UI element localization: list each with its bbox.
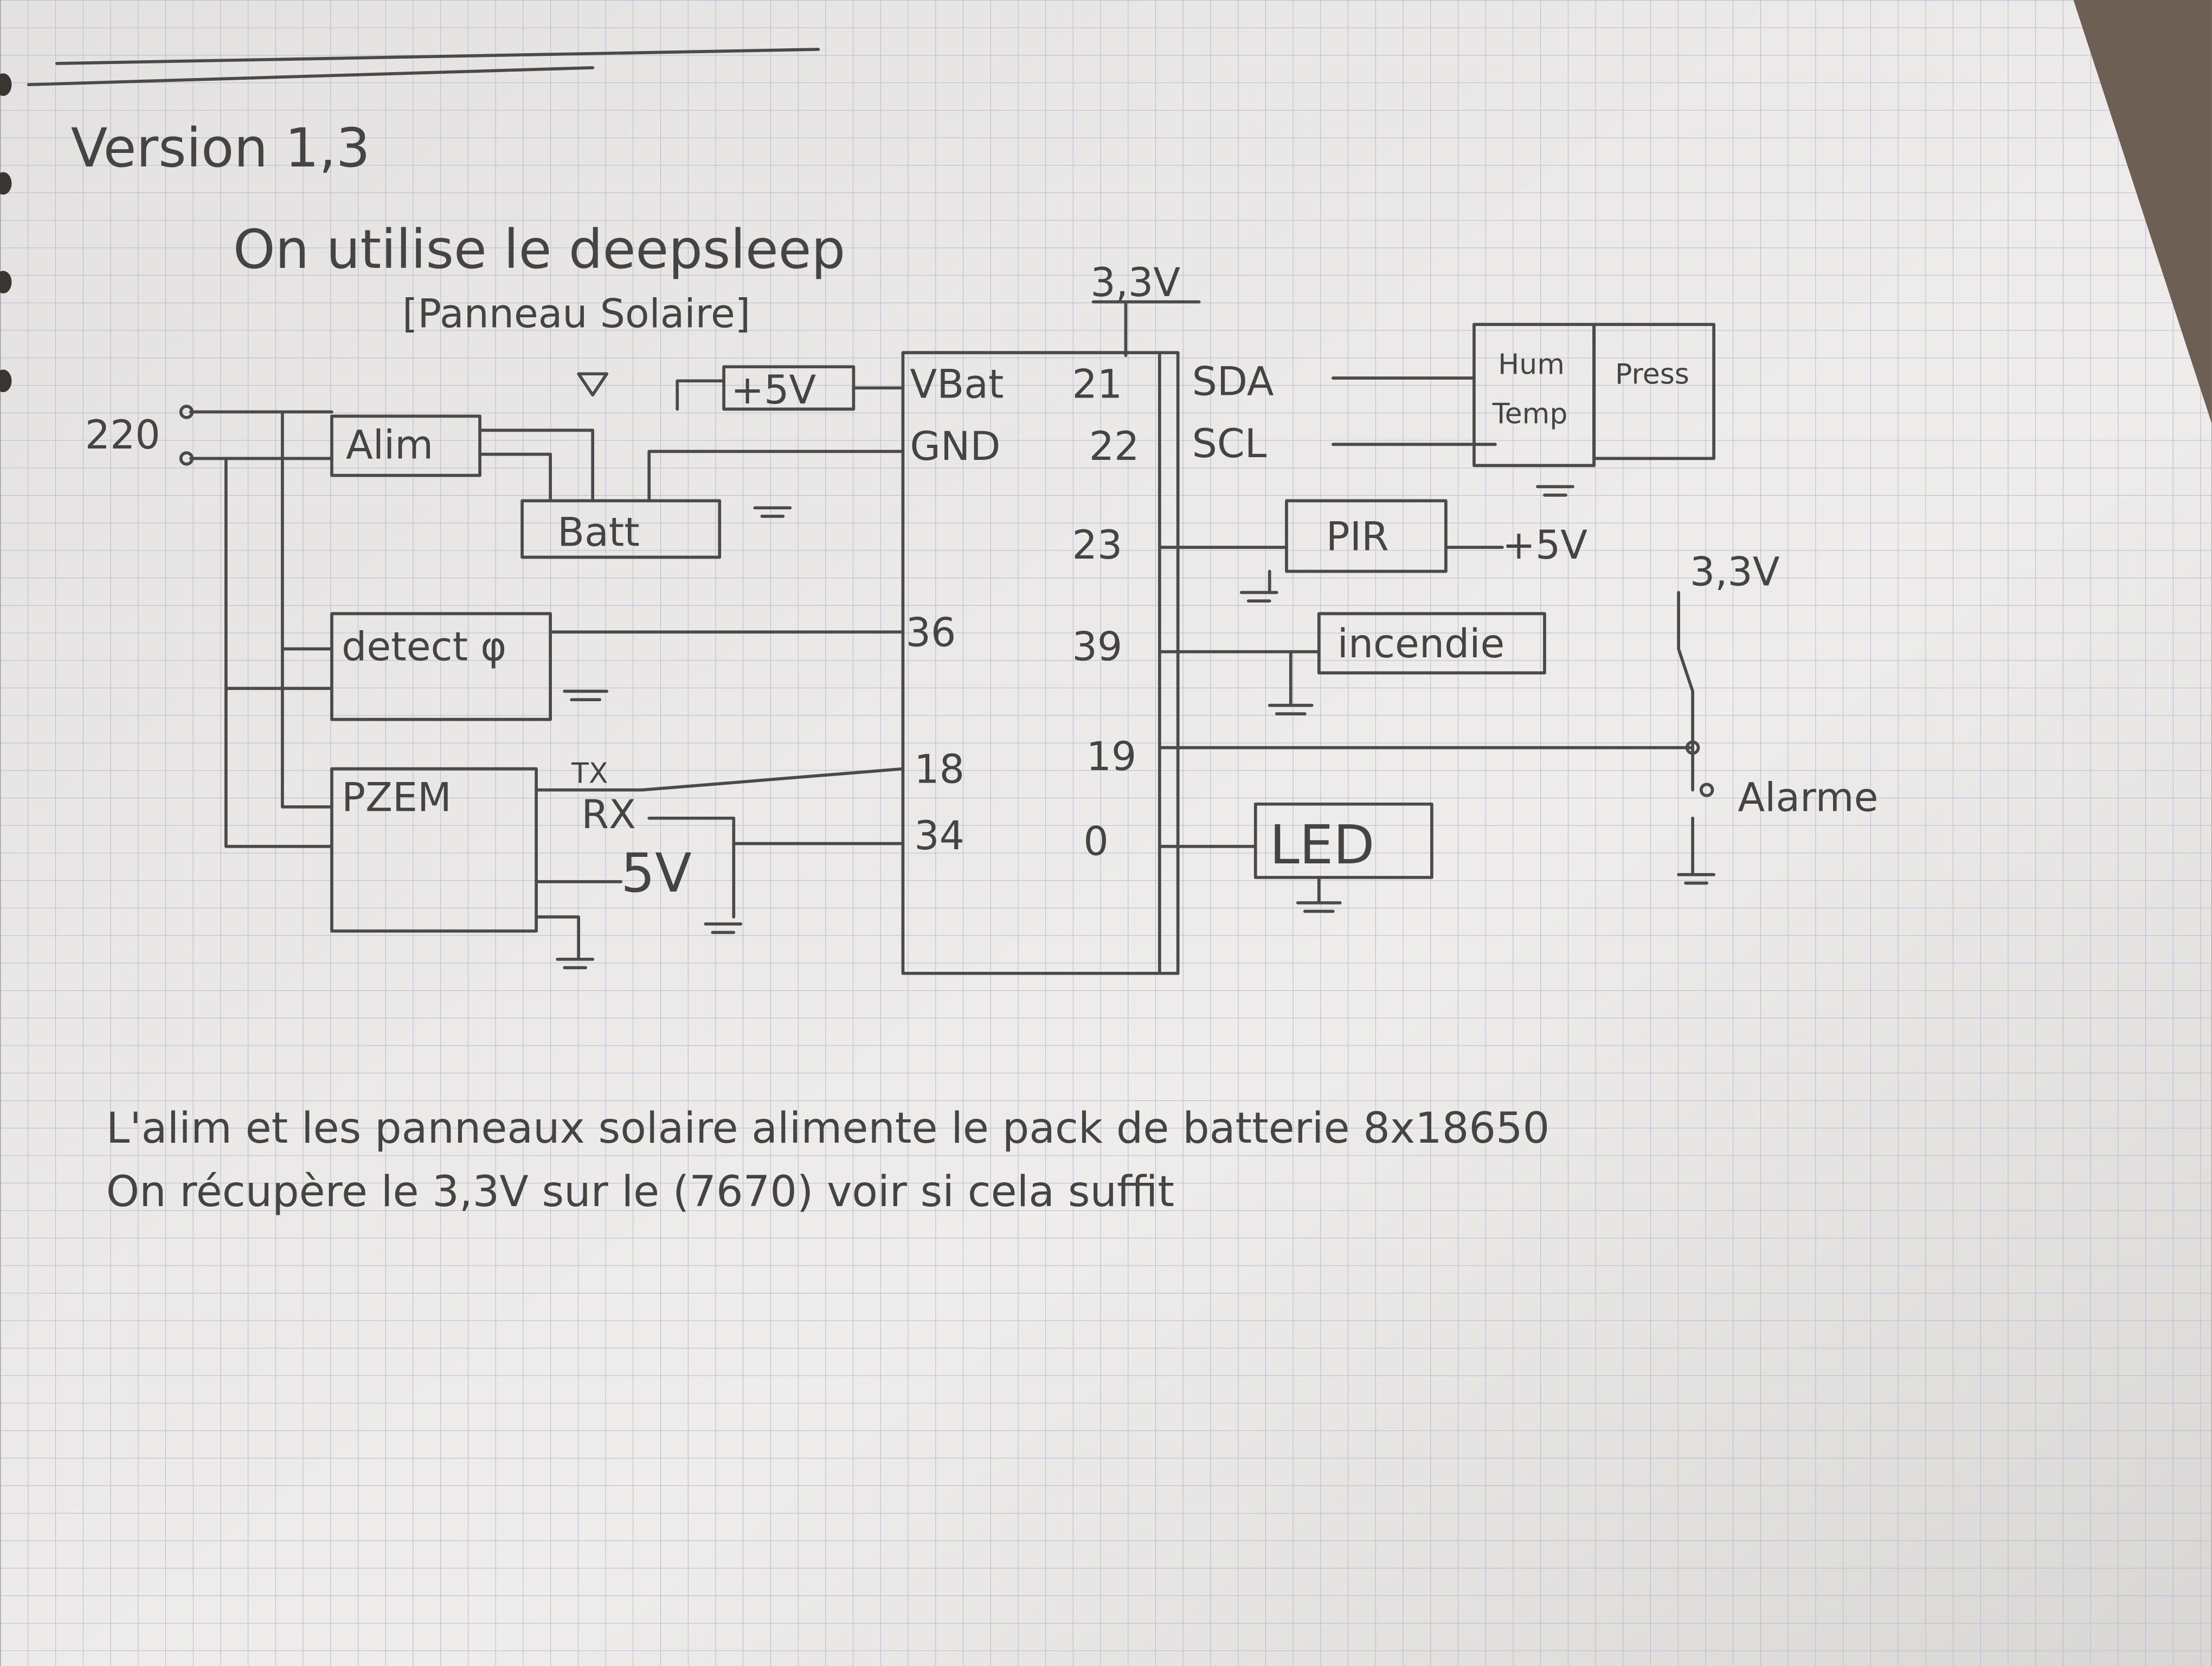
pin-18: 18	[914, 747, 964, 793]
pzem-wires	[535, 767, 905, 961]
hum-label: Hum	[1498, 348, 1565, 381]
top-rule	[27, 48, 820, 86]
ground-icon	[1536, 485, 1574, 497]
rail-3v3-label: 3,3V	[1090, 260, 1180, 306]
pin-22: 22	[1089, 424, 1140, 470]
pir-wires	[1158, 546, 1504, 594]
note-line-1: L'alim et les panneaux solaire alimente …	[106, 1104, 1550, 1153]
rail-3v3-wire	[1091, 300, 1201, 357]
incendie-box	[1317, 612, 1546, 675]
scl-label: SCL	[1192, 421, 1267, 467]
ground-icon	[1268, 703, 1314, 716]
led-wire	[1158, 844, 1321, 905]
alarme-node	[1685, 740, 1700, 755]
pin-21: 21	[1072, 362, 1123, 408]
alim-box	[330, 414, 481, 477]
pin-19: 19	[1086, 734, 1137, 780]
spiral-holes	[0, 73, 12, 393]
pression-label: Press	[1615, 358, 1689, 391]
detect-label: detect φ	[342, 624, 506, 670]
i2c-wires	[1331, 376, 1497, 446]
led-box	[1253, 802, 1433, 879]
pzem-label: PZEM	[342, 775, 452, 821]
pzem-rx-label: RX	[581, 792, 636, 838]
sda-label: SDA	[1192, 358, 1274, 405]
ground-icon	[556, 957, 595, 970]
led-label: LED	[1270, 814, 1375, 876]
note-line-2: On récupère le 3,3V sur le (7670) voir s…	[106, 1168, 1174, 1216]
ground-icon	[704, 922, 743, 934]
pzem-box	[330, 767, 538, 933]
power-wires	[189, 351, 1128, 848]
pzem-tx-label: TX	[571, 758, 608, 790]
mains-terminal-1	[179, 405, 194, 419]
pin-36: 36	[906, 610, 956, 656]
temp-label: Temp	[1492, 398, 1568, 430]
solar-panel-label: [Panneau Solaire]	[402, 291, 750, 337]
battery-box	[520, 499, 722, 559]
ground-icon	[753, 506, 792, 518]
plus5v-label: +5V	[731, 367, 816, 413]
alarme-label: Alarme	[1738, 775, 1878, 821]
pression-box	[1592, 323, 1715, 460]
pir-label: PIR	[1326, 514, 1389, 560]
ground-icon	[1239, 591, 1278, 603]
ground-icon	[563, 689, 609, 702]
detect-box	[330, 612, 552, 721]
pin-23: 23	[1072, 522, 1123, 568]
pin-gnd: GND	[910, 424, 1000, 470]
ground-icons	[556, 485, 1715, 970]
pin-39: 39	[1072, 624, 1123, 670]
incendie-label: incendie	[1338, 621, 1505, 667]
pin-vbat: VBat	[910, 362, 1004, 408]
pir-box	[1285, 499, 1448, 573]
version-title: Version 1,3	[71, 117, 370, 180]
alarme-supply-label: 3,3V	[1690, 549, 1780, 595]
alarme-switch	[1699, 783, 1714, 797]
pzem-5v-label: 5V	[621, 842, 691, 905]
pin-0: 0	[1083, 818, 1108, 864]
deepsleep-note: On utilise le deepsleep	[233, 219, 845, 281]
battery-label: Batt	[557, 510, 640, 556]
pin-34: 34	[914, 813, 964, 859]
pir-supply-label: +5V	[1502, 522, 1587, 568]
incendie-wire	[1158, 650, 1321, 707]
ground-icon	[1677, 873, 1715, 885]
mains-terminal-2	[179, 451, 194, 466]
ground-icon	[1296, 901, 1342, 913]
alim-label: Alim	[346, 422, 433, 468]
mains-label: 220	[85, 412, 160, 458]
